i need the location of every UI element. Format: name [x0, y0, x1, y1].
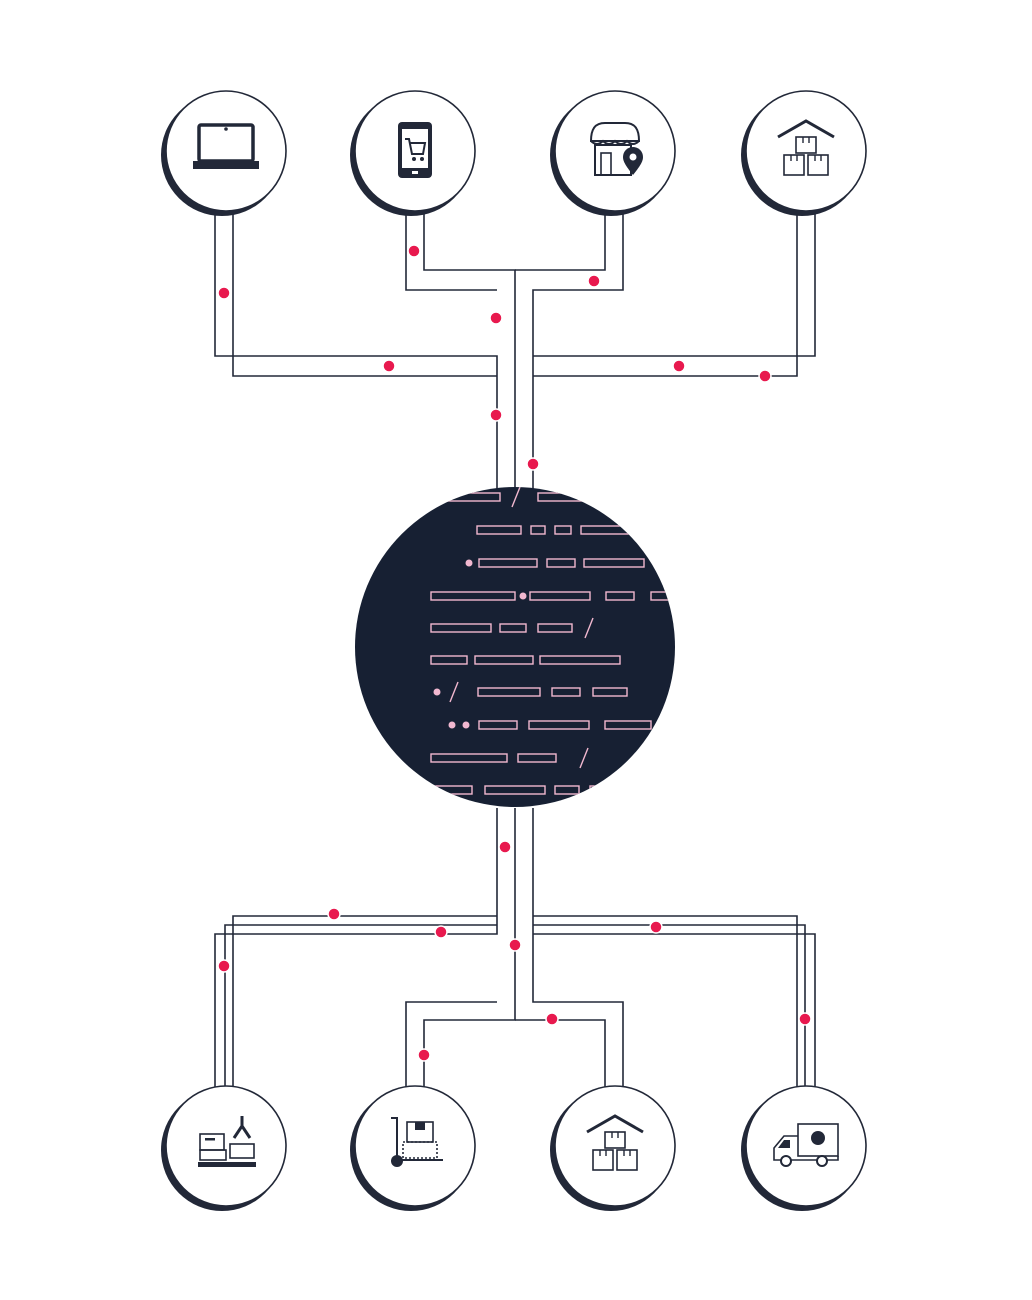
data-packet-dot [417, 1048, 431, 1062]
code-line-glyph [448, 721, 456, 729]
code-line-glyph [430, 623, 492, 633]
code-line-glyph [530, 525, 546, 535]
code-line-glyph [546, 558, 576, 568]
data-packet-dot [649, 920, 663, 934]
data-packet-dot [489, 408, 503, 422]
node-store-location[interactable] [550, 90, 676, 216]
store-location-icon [589, 122, 643, 176]
code-line-glyph [554, 785, 580, 795]
laptop-icon [193, 123, 259, 169]
code-line-glyph [476, 525, 522, 535]
code-line-glyph [430, 655, 468, 665]
central-hub-circle [355, 487, 675, 807]
code-line-glyph [430, 591, 516, 601]
warehouse-boxes-icon [777, 119, 835, 176]
delivery-truck-icon [773, 1123, 839, 1167]
data-packet-dot [545, 1012, 559, 1026]
code-line-glyph [604, 720, 652, 730]
code-line-glyph [579, 747, 589, 769]
code-line-glyph [537, 623, 573, 633]
code-line-glyph [478, 720, 518, 730]
code-line-glyph [584, 617, 594, 639]
data-packet-dot [526, 457, 540, 471]
data-packet-dot [508, 938, 522, 952]
data-packet-dot [434, 925, 448, 939]
code-line-glyph [484, 785, 546, 795]
package-picking-icon [198, 1116, 256, 1167]
data-packet-dots [217, 244, 812, 1062]
central-hub [355, 487, 675, 807]
data-packet-dot [407, 244, 421, 258]
data-packet-dot [327, 907, 341, 921]
node-picking[interactable] [161, 1085, 287, 1211]
data-packet-dot [217, 959, 231, 973]
code-line-glyph [551, 687, 581, 697]
mobile-cart-icon [398, 122, 432, 178]
warehouse-boxes-icon [586, 1114, 644, 1171]
code-line-glyph [511, 487, 521, 508]
node-delivery-truck[interactable] [741, 1085, 867, 1211]
code-line-glyph [449, 681, 459, 703]
data-packet-dot [489, 311, 503, 325]
code-line-glyph [519, 592, 527, 600]
code-line-glyph [465, 559, 473, 567]
code-line-glyph [430, 753, 508, 763]
code-line-glyph [462, 721, 470, 729]
data-packet-dot [758, 369, 772, 383]
code-line-glyph [478, 558, 538, 568]
data-packet-dot [798, 1012, 812, 1026]
node-hand-truck[interactable] [350, 1085, 476, 1211]
code-line-glyph [583, 558, 645, 568]
code-line-glyph [528, 720, 590, 730]
data-packet-dot [587, 274, 601, 288]
data-packet-dot [217, 286, 231, 300]
code-line-glyph [517, 753, 557, 763]
node-warehouse[interactable] [741, 90, 867, 216]
code-line-glyph [499, 623, 527, 633]
code-data-hub-icon [430, 487, 672, 795]
code-line-glyph [474, 655, 534, 665]
node-laptop[interactable] [161, 90, 287, 216]
code-line-glyph [539, 655, 621, 665]
data-packet-dot [672, 359, 686, 373]
code-line-glyph [477, 687, 541, 697]
code-line-glyph [605, 591, 635, 601]
connector-lines [214, 213, 816, 1087]
node-warehouse-bottom[interactable] [550, 1085, 676, 1211]
code-line-glyph [589, 785, 611, 795]
code-line-glyph [554, 525, 572, 535]
code-line-glyph [592, 687, 628, 697]
hand-truck-icon [391, 1117, 443, 1167]
node-mobile-shop[interactable] [350, 90, 476, 216]
code-line-glyph [529, 591, 591, 601]
code-line-glyph [433, 688, 441, 696]
data-packet-dot [498, 840, 512, 854]
data-packet-dot [382, 359, 396, 373]
